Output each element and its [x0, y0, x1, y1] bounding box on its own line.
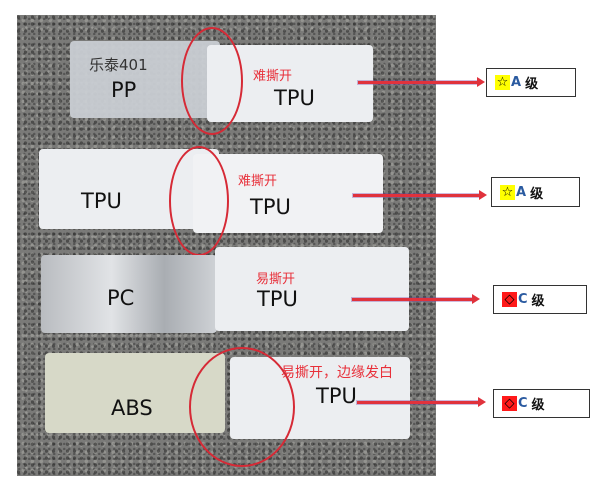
- label-tpu-2b: TPU: [250, 195, 291, 219]
- highlight-ellipse-4: [189, 347, 295, 467]
- pc-strip: [41, 255, 217, 333]
- tpu-strip-3: [215, 247, 409, 331]
- label-pc: PC: [107, 286, 135, 310]
- grade-suffix: 级: [525, 77, 539, 92]
- label-tpu-1: TPU: [274, 86, 315, 110]
- annotation-4: 易撕开，边缘发白: [281, 365, 393, 381]
- highlight-ellipse-1: [181, 27, 243, 135]
- star-icon: ☆: [500, 184, 515, 200]
- star-icon: ☆: [495, 75, 510, 90]
- grade-suffix: 级: [530, 186, 544, 202]
- label-pp: PP: [111, 78, 137, 102]
- annotation-3: 易撕开: [256, 272, 296, 287]
- arrow-3: [352, 294, 480, 304]
- diamond-icon: ◇: [502, 292, 517, 307]
- diamond-icon: ◇: [502, 396, 517, 411]
- arrow-4: [357, 397, 486, 407]
- sublabel-loctite-401: 乐泰401: [89, 56, 148, 74]
- grade-level: C: [518, 396, 528, 411]
- annotation-1: 难撕开: [253, 69, 293, 84]
- label-tpu-2a: TPU: [81, 189, 122, 213]
- annotation-2: 难撕开: [238, 174, 278, 189]
- grade-level: A: [516, 184, 527, 200]
- label-abs: ABS: [111, 396, 153, 420]
- label-tpu-4: TPU: [316, 384, 357, 408]
- arrow-1: [358, 77, 485, 87]
- highlight-ellipse-2: [169, 146, 229, 256]
- grade-level: A: [511, 75, 522, 90]
- grade-suffix: 级: [531, 294, 545, 309]
- label-tpu-3: TPU: [257, 287, 298, 311]
- arrow-2: [353, 190, 487, 200]
- sample-photo: 乐泰401 PP TPU 难撕开 TPU TPU 难撕开 PC TPU 易撕开 …: [17, 15, 436, 476]
- grade-suffix: 级: [531, 398, 545, 413]
- grade-level: C: [518, 292, 528, 307]
